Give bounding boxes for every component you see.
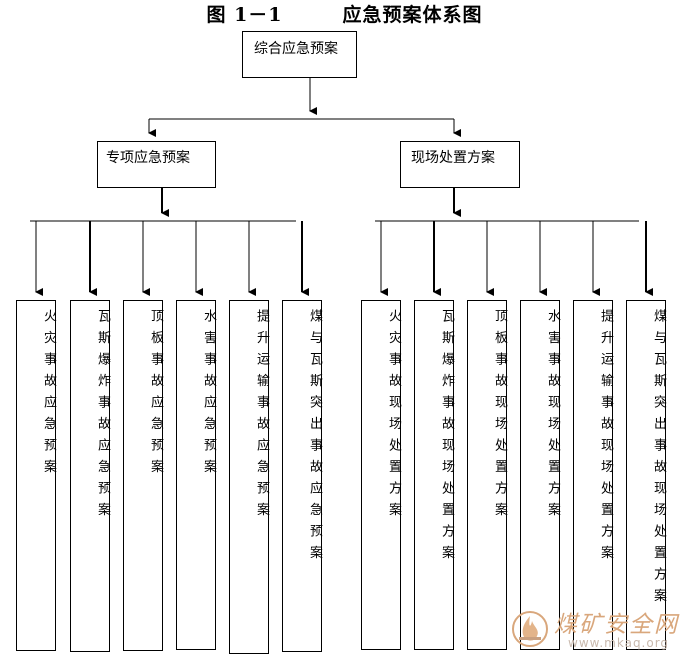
leaf-label-special-1: 火灾事故应急预案 (41, 309, 56, 481)
leaf-label-onsite-2: 瓦斯爆炸事故现场处置方案 (439, 309, 454, 567)
leaf-box-special-5: 提升运输事故应急预案 (229, 300, 269, 654)
leaf-box-special-6: 煤与瓦斯突出事故应急预案 (282, 300, 322, 652)
leaf-label-onsite-5: 提升运输事故现场处置方案 (598, 309, 613, 567)
leaf-box-special-3: 顶板事故应急预案 (123, 300, 163, 651)
leaf-label-special-3: 顶板事故应急预案 (148, 309, 163, 481)
leaf-box-onsite-2: 瓦斯爆炸事故现场处置方案 (414, 300, 454, 650)
leaf-box-onsite-5: 提升运输事故现场处置方案 (573, 300, 613, 650)
leaf-box-onsite-4: 水害事故现场处置方案 (520, 300, 560, 650)
leaf-box-onsite-1: 火灾事故现场处置方案 (361, 300, 401, 650)
leaf-label-special-5: 提升运输事故应急预案 (254, 309, 269, 524)
leaf-label-onsite-3: 顶板事故现场处置方案 (492, 309, 507, 524)
leaf-box-special-4: 水害事故应急预案 (176, 300, 216, 650)
leaf-label-onsite-1: 火灾事故现场处置方案 (386, 309, 401, 524)
watermark-logo-icon (512, 611, 548, 647)
figure-title-text: 图 1－1 应急预案体系图 (206, 4, 483, 26)
branch-label-onsite: 现场处置方案 (411, 150, 495, 166)
leaf-box-special-2: 瓦斯爆炸事故应急预案 (70, 300, 110, 652)
root-label: 综合应急预案 (254, 41, 338, 57)
branch-box-special: 专项应急预案 (97, 141, 216, 188)
root-box: 综合应急预案 (242, 31, 357, 78)
leaf-label-onsite-6: 煤与瓦斯突出事故现场处置方案 (651, 309, 666, 610)
watermark-text: 煤矿安全网 (554, 612, 679, 638)
branch-box-onsite: 现场处置方案 (400, 141, 520, 188)
leaf-label-special-4: 水害事故应急预案 (201, 309, 216, 481)
leaf-box-special-1: 火灾事故应急预案 (16, 300, 56, 651)
leaf-box-onsite-3: 顶板事故现场处置方案 (467, 300, 507, 650)
leaf-label-special-2: 瓦斯爆炸事故应急预案 (95, 309, 110, 524)
leaf-label-onsite-4: 水害事故现场处置方案 (545, 309, 560, 524)
branch-label-special: 专项应急预案 (106, 150, 190, 166)
leaf-label-special-6: 煤与瓦斯突出事故应急预案 (307, 309, 322, 567)
watermark-url: www.mkaq.org (568, 636, 670, 650)
leaf-box-onsite-6: 煤与瓦斯突出事故现场处置方案 (626, 300, 666, 650)
watermark: 煤矿安全网 www.mkaq.org (510, 605, 685, 653)
figure-title: 图 1－1 应急预案体系图 (0, 0, 689, 27)
